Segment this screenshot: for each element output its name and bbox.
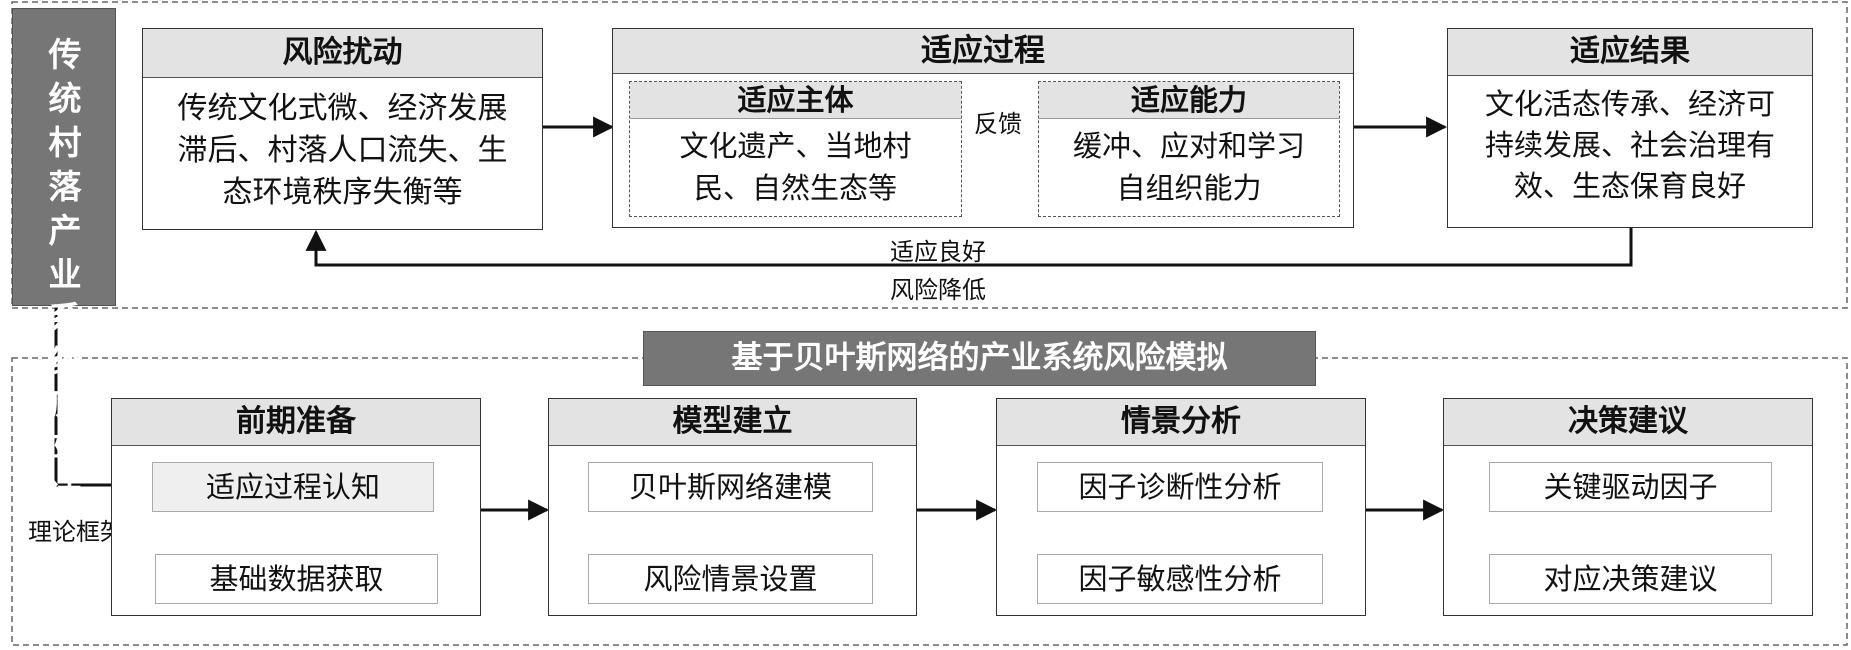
- capacity-title: 适应能力: [1039, 82, 1339, 119]
- theory-label: 理论框架: [28, 518, 124, 546]
- stage-item: 风险情景设置: [588, 554, 873, 604]
- left-label-text: 传统村落产业系统风险适应: [48, 35, 82, 558]
- subject-title: 适应主体: [630, 82, 961, 119]
- disturbance-line: 态环境秩序失衡等: [222, 175, 463, 210]
- stage-item: 关键驱动因子: [1489, 462, 1772, 512]
- stage-item: 适应过程认知: [152, 462, 434, 512]
- loop-label-top: 适应良好: [890, 238, 986, 266]
- result-title: 适应结果: [1448, 29, 1812, 76]
- subject-line: 文化遗产、当地村: [679, 129, 912, 163]
- subject-box: 适应主体 文化遗产、当地村 民、自然生态等: [629, 81, 962, 217]
- bottom-frame: [11, 357, 1848, 646]
- banner-text: 基于贝叶斯网络的产业系统风险模拟: [731, 340, 1228, 376]
- left-label-panel: 传统村落产业系统风险适应: [12, 8, 116, 558]
- disturbance-title: 风险扰动: [143, 29, 542, 78]
- disturbance-line: 传统文化式微、经济发展: [177, 91, 508, 126]
- disturbance-body: 传统文化式微、经济发展 滞后、村落人口流失、生 态环境秩序失衡等: [143, 78, 542, 214]
- result-body: 文化活态传承、经济可 持续发展、社会治理有 效、生态保育良好: [1448, 76, 1812, 207]
- stage-item: 贝叶斯网络建模: [588, 462, 873, 512]
- subject-body: 文化遗产、当地村 民、自然生态等: [630, 119, 961, 209]
- capacity-line: 缓冲、应对和学习: [1072, 129, 1305, 163]
- loop-line: [305, 228, 1633, 267]
- stage-title-1: 前期准备: [112, 399, 480, 446]
- capacity-box: 适应能力 缓冲、应对和学习 自组织能力: [1038, 81, 1340, 217]
- stage-title-3: 情景分析: [997, 399, 1365, 446]
- disturbance-box: 风险扰动 传统文化式微、经济发展 滞后、村落人口流失、生 态环境秩序失衡等: [142, 28, 543, 230]
- capacity-line: 自组织能力: [1116, 171, 1262, 205]
- result-line: 文化活态传承、经济可: [1484, 87, 1775, 121]
- disturbance-line: 滞后、村落人口流失、生: [177, 133, 508, 168]
- loop-label-bottom: 风险降低: [890, 276, 986, 304]
- stage-item: 对应决策建议: [1489, 554, 1772, 604]
- capacity-body: 缓冲、应对和学习 自组织能力: [1039, 119, 1339, 209]
- feedback-label: 反馈: [974, 110, 1022, 138]
- result-line: 持续发展、社会治理有: [1484, 128, 1775, 162]
- stage-title-2: 模型建立: [549, 399, 916, 446]
- result-line: 效、生态保育良好: [1513, 169, 1746, 203]
- result-box: 适应结果 文化活态传承、经济可 持续发展、社会治理有 效、生态保育良好: [1447, 28, 1813, 228]
- stage-item: 因子敏感性分析: [1037, 554, 1323, 604]
- banner: 基于贝叶斯网络的产业系统风险模拟: [643, 331, 1316, 386]
- stage-item: 基础数据获取: [155, 554, 438, 604]
- subject-line: 民、自然生态等: [693, 171, 897, 205]
- process-title: 适应过程: [613, 29, 1353, 74]
- stage-item: 因子诊断性分析: [1037, 462, 1323, 512]
- stage-title-4: 决策建议: [1444, 399, 1812, 446]
